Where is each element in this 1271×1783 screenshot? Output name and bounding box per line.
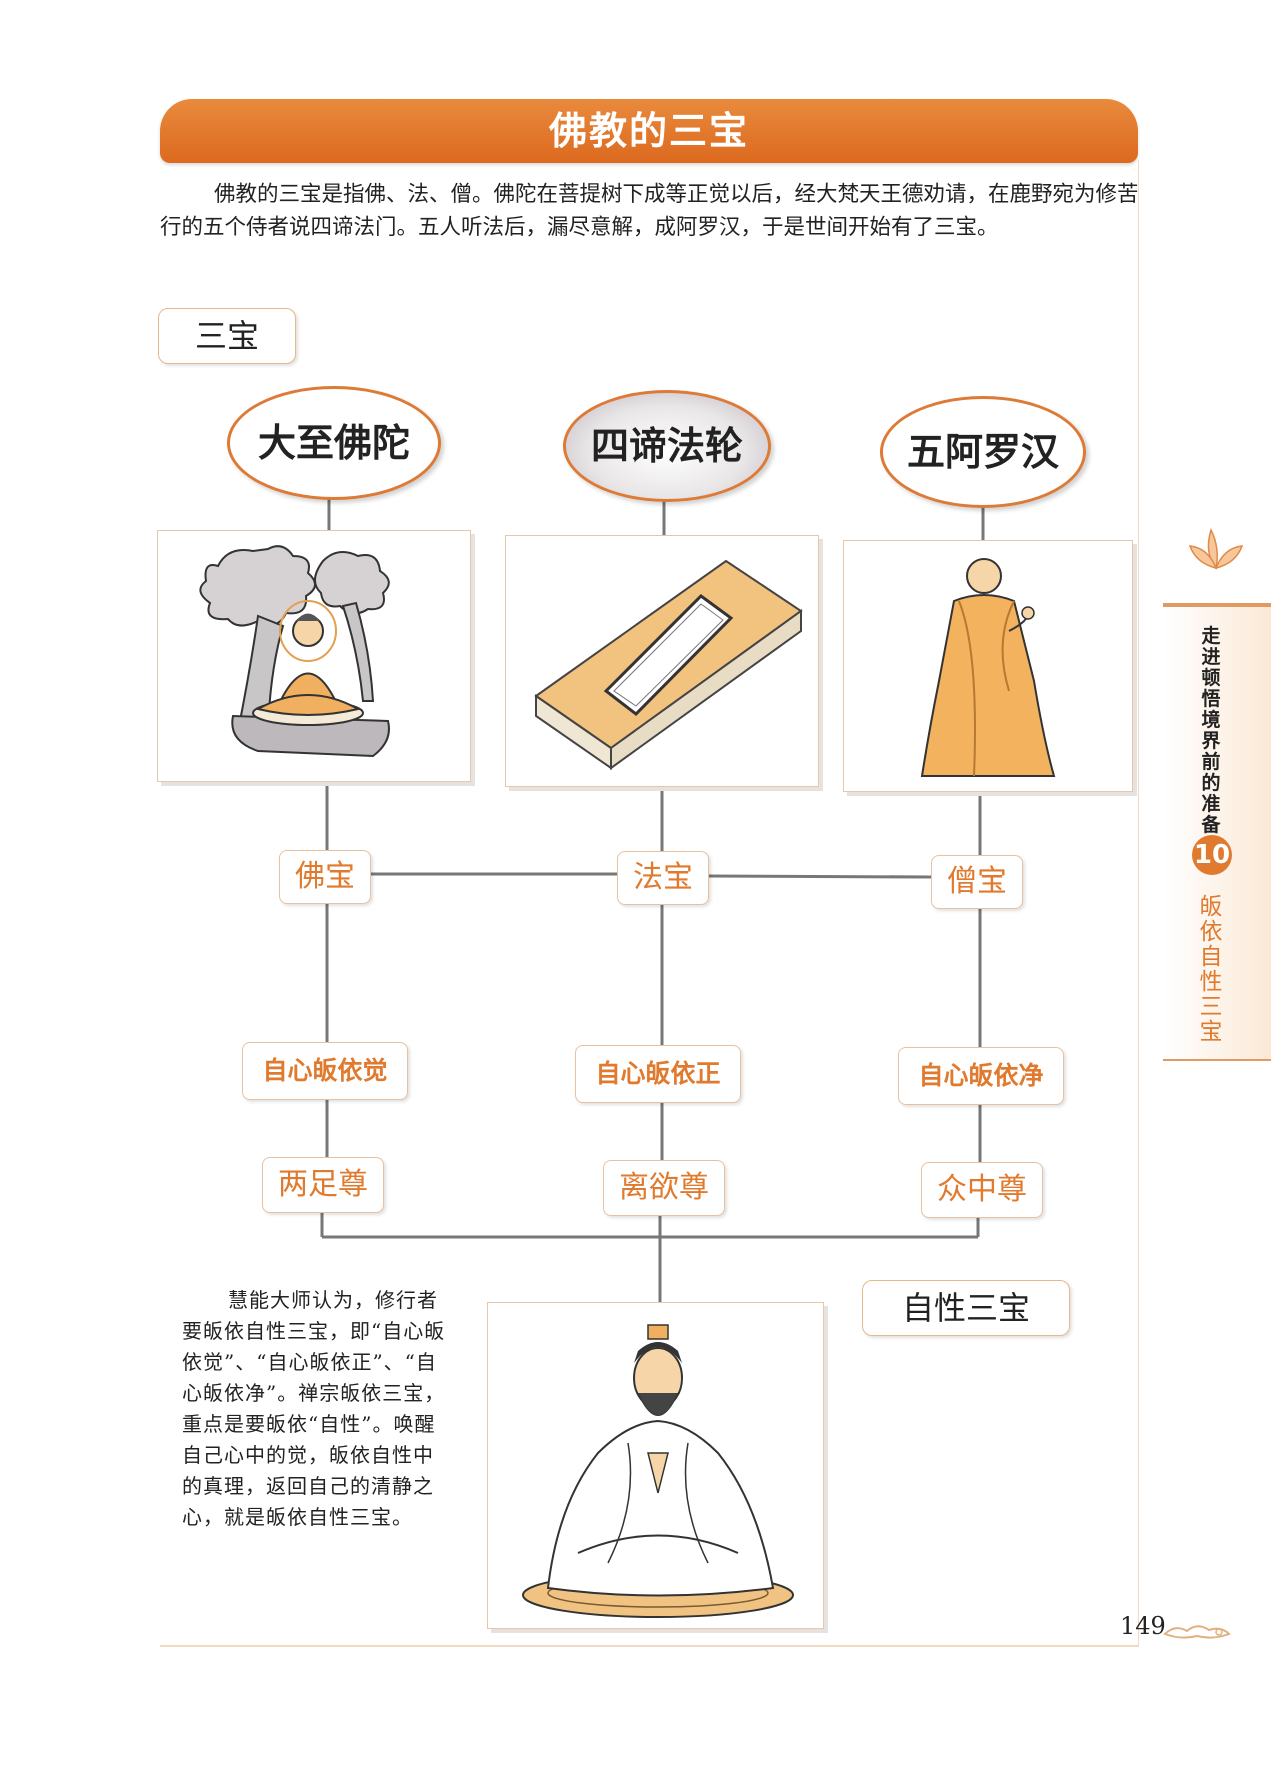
node-refuge-zheng: 自心皈依正 <box>575 1045 741 1103</box>
huineng-illustration <box>487 1302 824 1629</box>
header-dharma: 四谛法轮 <box>563 390 771 502</box>
content-frame <box>160 160 1139 1647</box>
meditating-master-icon <box>522 1324 794 1618</box>
buddha-illustration <box>157 530 471 782</box>
standing-monk-icon <box>920 558 1056 777</box>
node-fobao: 佛宝 <box>279 850 371 904</box>
node-sengbao: 僧宝 <box>931 855 1023 909</box>
chapter-tab <box>1163 603 1271 1061</box>
arhat-illustration <box>843 540 1133 792</box>
page-title: 佛教的三宝 <box>548 109 749 153</box>
section-label-sanbao: 三宝 <box>158 308 296 364</box>
sutra-book-icon <box>534 559 803 770</box>
header-sangha: 五阿罗汉 <box>880 396 1086 508</box>
cloud-ornament-icon <box>1163 1625 1231 1639</box>
node-refuge-jing: 自心皈依净 <box>898 1047 1064 1105</box>
chapter-subtitle: 皈依自性三宝 <box>1199 894 1223 1045</box>
title-banner <box>160 99 1138 163</box>
node-refuge-jue: 自心皈依觉 <box>242 1042 408 1100</box>
node-fabao: 法宝 <box>617 851 709 905</box>
lotus-icon <box>1188 527 1244 570</box>
node-liyuzun: 离欲尊 <box>603 1160 725 1216</box>
chapter-title: 走进顿悟境界前的准备 <box>1201 625 1221 836</box>
node-liangzuzun: 两足尊 <box>262 1157 384 1213</box>
intro-paragraph: 佛教的三宝是指佛、法、僧。佛陀在菩提树下成等正觉以后，经大梵天王德劝请，在鹿野宛… <box>160 182 1139 240</box>
node-zhongzhongzun: 众中尊 <box>921 1162 1043 1218</box>
chapter-number: 10 <box>1192 835 1232 875</box>
header-buddha: 大至佛陀 <box>227 386 441 500</box>
huineng-paragraph: 慧能大师认为，修行者要皈依自性三宝，即“自心皈依觉”、“自心皈依正”、“自心皈依… <box>182 1288 446 1529</box>
seated-buddha-icon <box>231 600 390 758</box>
sutra-illustration <box>505 535 819 787</box>
label-zixing-sanbao: 自性三宝 <box>862 1280 1070 1336</box>
page-number: 149 <box>1120 1612 1166 1640</box>
